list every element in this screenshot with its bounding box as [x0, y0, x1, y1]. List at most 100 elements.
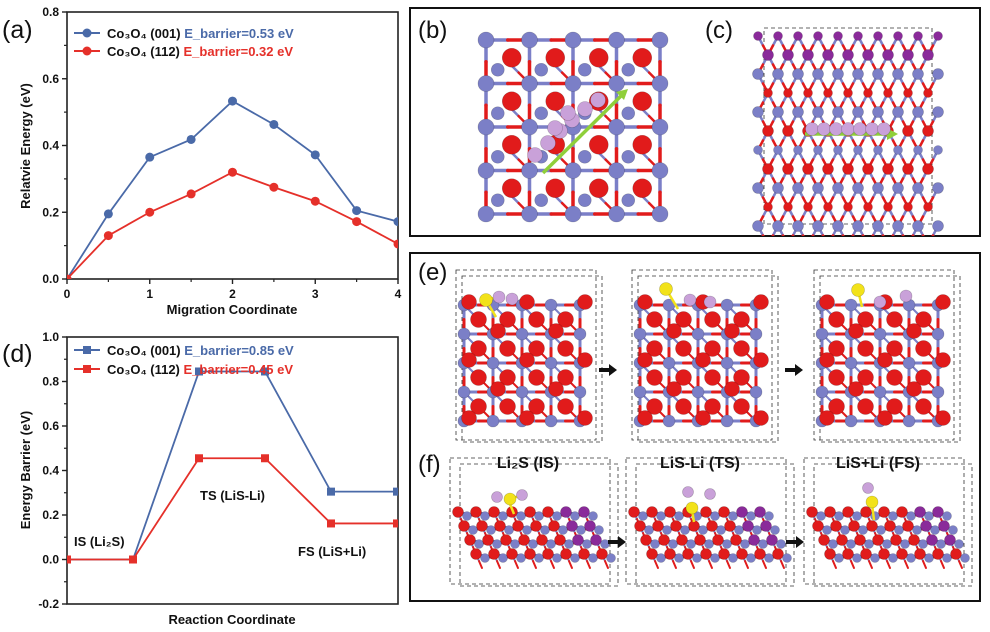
co-atom	[668, 539, 678, 549]
li-atom	[492, 290, 506, 304]
o-atom	[902, 163, 914, 175]
li-atom	[805, 122, 819, 136]
co-atom	[582, 539, 592, 549]
o-atom	[494, 520, 506, 532]
o-atom	[461, 352, 477, 368]
co-atom	[906, 511, 916, 521]
o-atom	[733, 398, 750, 415]
o-atom	[763, 202, 773, 212]
o-atom	[754, 548, 766, 560]
co-atom	[912, 182, 924, 194]
co-atom	[621, 62, 636, 77]
co-atom	[773, 145, 783, 155]
s-atom	[685, 501, 699, 515]
o-atom	[632, 47, 653, 68]
o-atom	[819, 352, 835, 368]
arrow-right-icon	[786, 536, 804, 548]
o-atom	[646, 340, 663, 357]
co-atom	[888, 511, 898, 521]
data-point-a-0	[352, 206, 362, 216]
legend-a-blue-name: Co₃O₄ (001)	[107, 26, 181, 41]
chart-a-xtick-label: 0	[64, 287, 71, 301]
o-atom	[819, 294, 835, 310]
chart-a-legend: Co₃O₄ (001) E_barrier=0.53 eV Co₃O₄ (112…	[74, 26, 294, 59]
co-atom	[876, 525, 886, 535]
o-atom	[857, 311, 874, 328]
o-atom	[724, 520, 736, 532]
co-atom	[812, 182, 824, 194]
co-atom	[552, 553, 562, 563]
co-atom	[521, 162, 538, 179]
o-atom	[470, 340, 487, 357]
chart-d-ylabel: Energy Barrier (eV)	[18, 411, 33, 530]
o-atom	[588, 134, 609, 155]
o-atom	[915, 340, 932, 357]
o-atom	[923, 88, 933, 98]
co-atom	[594, 525, 604, 535]
co-atom	[480, 511, 490, 521]
o-atom	[577, 352, 593, 368]
co-atom	[608, 75, 625, 92]
co-atom	[644, 525, 654, 535]
o-atom	[884, 520, 896, 532]
state-label-ts: TS (LiS-Li)	[200, 488, 265, 503]
co-atom	[812, 106, 824, 118]
co-atom	[942, 511, 952, 521]
co-atom	[608, 118, 625, 136]
chart-d-ytick-label: 1.0	[42, 330, 59, 344]
o-atom	[675, 311, 692, 328]
bond	[514, 560, 519, 569]
o-atom	[519, 410, 535, 426]
data-point-a-1	[67, 274, 72, 279]
co-atom	[749, 385, 763, 399]
co-atom	[792, 106, 804, 118]
o-atom	[646, 369, 663, 386]
co-atom	[498, 553, 508, 563]
o-atom	[652, 520, 664, 532]
co-atom	[772, 182, 784, 194]
o-atom	[490, 381, 506, 397]
o-atom	[528, 369, 545, 386]
co-atom	[931, 327, 945, 341]
co-atom-surface	[560, 506, 572, 518]
co-atom	[772, 220, 784, 232]
co-atom	[477, 205, 495, 223]
o-atom	[886, 311, 903, 328]
chart-d-ytick-label: 0.8	[42, 375, 59, 389]
co-atom	[792, 182, 804, 194]
o-atom	[695, 352, 711, 368]
legend-a-red-annotation: E_barrier=0.32 eV	[184, 44, 294, 59]
co-atom	[704, 539, 714, 549]
co-atom	[844, 298, 858, 312]
o-atom	[452, 506, 464, 518]
co-atom	[710, 553, 720, 563]
co-atom	[764, 553, 774, 563]
co-atom-surface	[893, 31, 903, 41]
o-atom	[524, 548, 536, 560]
co-atom	[468, 525, 478, 535]
o-atom	[906, 381, 922, 397]
legend-d-red-annotation: E_barrier=0.45 eV	[184, 362, 294, 377]
o-atom	[890, 534, 902, 546]
o-atom	[886, 369, 903, 386]
co-atom-surface	[766, 534, 778, 546]
o-atom	[783, 88, 793, 98]
o-atom	[488, 548, 500, 560]
co-atom	[608, 162, 625, 179]
o-atom	[860, 506, 872, 518]
s-atom	[479, 293, 493, 307]
co-atom	[832, 220, 844, 232]
co-atom-surface	[922, 49, 934, 61]
co-atom	[852, 553, 862, 563]
o-atom	[915, 398, 932, 415]
data-point-a-1	[310, 196, 320, 206]
o-atom	[554, 534, 566, 546]
co-atom-surface	[938, 520, 950, 532]
co-atom	[490, 106, 505, 121]
o-atom	[818, 534, 830, 546]
o-atom	[548, 323, 564, 339]
legend-d-red-label: Co₃O₄ (112) E_barrier=0.45 eV	[107, 362, 293, 377]
co-atom	[656, 511, 666, 521]
co-atom	[528, 539, 538, 549]
